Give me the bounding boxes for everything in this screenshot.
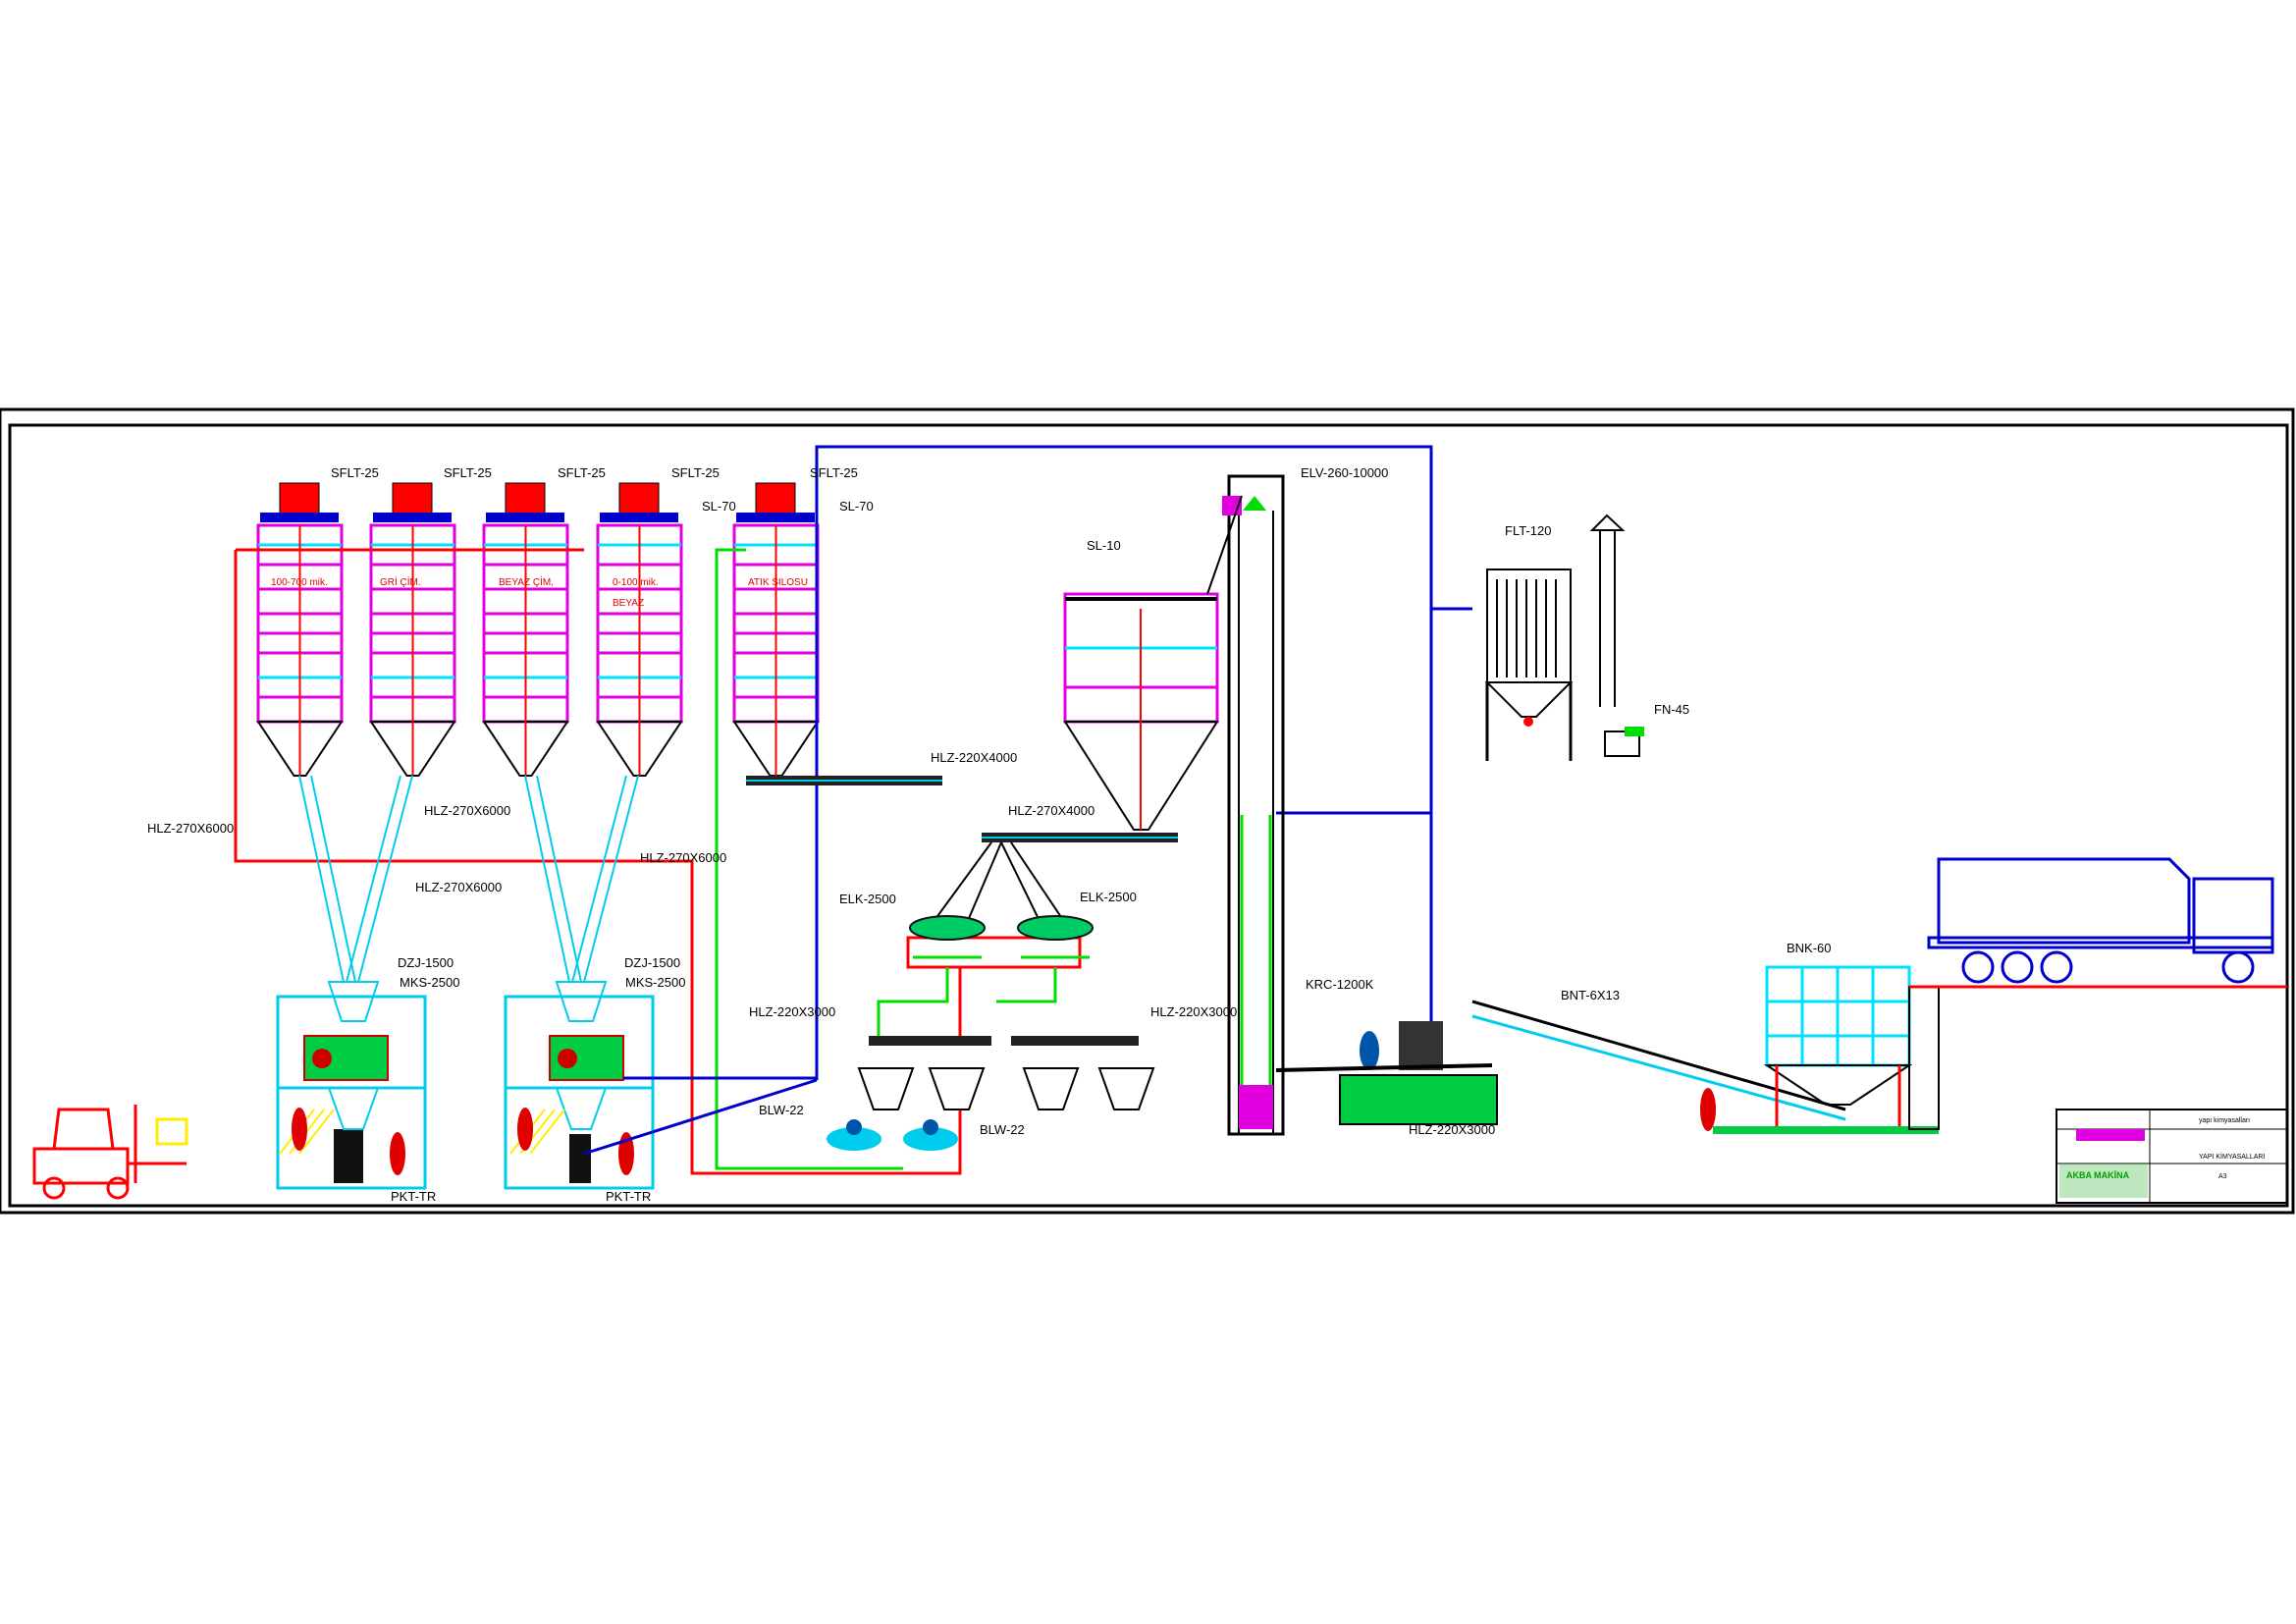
elk-left-label: ELK-2500 [839,892,896,906]
silo3-content-label: BEYAZ ÇİM. [499,575,554,588]
flt-label: FLT-120 [1505,523,1551,538]
blw-right-label: BLW-22 [980,1122,1025,1137]
silo3-filter-label: SFLT-25 [558,465,606,480]
silo2-filter-label: SFLT-25 [444,465,492,480]
bnk-label: BNK-60 [1787,941,1832,955]
mks-2-label: MKS-2500 [625,975,685,990]
dzj-2-label: DZJ-1500 [624,955,680,970]
silo4-filter-label: SFLT-25 [671,465,720,480]
blue-pipes [583,445,1472,1156]
silo-3 [482,482,569,777]
forklift-icon [32,1105,188,1200]
mks-1-label: MKS-2500 [400,975,459,990]
hlz-220x3000-b-label: HLZ-220X3000 [1150,1004,1237,1019]
red-feed-pipe [234,550,962,1175]
title-block-drawing-title: YAPI KİMYASALLARI [2199,1152,2265,1161]
inner-frame [8,423,2289,1208]
sieve-outlets [877,967,1057,1041]
elk-right-label: ELK-2500 [1080,890,1137,904]
hlz-mid-b-label: HLZ-270X6000 [640,850,726,865]
silo-4 [596,482,683,777]
mixer-station-2 [504,981,655,1190]
krc-label: KRC-1200K [1306,977,1374,992]
loading-ramp [1908,985,2287,1130]
silo4-content-label: 0-100 mik. [613,577,659,588]
hlz-220x3000-a-label: HLZ-220X3000 [749,1004,835,1019]
belt-conveyor-bnt [1471,1000,1846,1131]
bucket-elevator [1206,474,1285,1136]
fn-label: FN-45 [1654,702,1689,717]
hlz-mid-a-label: HLZ-270X6000 [415,880,502,894]
silo4-content-label2: BEYAZ [613,598,644,609]
silo4-label: SL-70 [702,499,736,514]
silo1-content-label: 100-700 mik. [271,577,328,588]
conveyors-220x3000 [869,1036,1139,1046]
title-block [2056,1109,2288,1204]
elv-label: ELV-260-10000 [1301,465,1388,480]
title-block-sheet: A3 [2218,1173,2227,1180]
pkt-1-label: PKT-TR [391,1189,436,1204]
silo5-filter-label: SFLT-25 [810,465,858,480]
blowers [827,1119,958,1151]
dust-filter-flt120 [1484,514,1644,761]
bunker-bnk60 [1713,965,1939,1134]
hlz-220x3000-c-label: HLZ-220X3000 [1409,1122,1495,1137]
conveyor-270x4000 [982,833,1178,842]
hlz-270x4000-label: HLZ-270X4000 [1008,803,1095,818]
silo-2 [369,482,456,777]
blw-left-label: BLW-22 [759,1103,804,1117]
hlz-left-a-label: HLZ-270X6000 [147,821,234,836]
hlz-220x4000-label: HLZ-220X4000 [931,750,1017,765]
silo-1 [256,482,344,777]
title-block-company: AKBA MAKİNA [2066,1170,2130,1180]
sl10-label: SL-10 [1087,538,1121,553]
silo-group [256,482,820,777]
title-block-project: yapı kimyasalları [2199,1117,2250,1124]
silo-sl10 [1063,592,1219,831]
silo5-content-label: ATIK SILOSU [748,577,808,588]
silo5-label: SL-70 [839,499,874,514]
screw-conveyors [298,775,639,983]
pkt-2-label: PKT-TR [606,1189,651,1204]
silo1-filter-label: SFLT-25 [331,465,379,480]
dzj-1-label: DZJ-1500 [398,955,454,970]
silo-5 [732,482,820,777]
mixer-station-1 [276,981,427,1190]
silo2-content-label: GRİ ÇİM. [380,575,421,588]
truck-icon [1927,857,2274,984]
green-pipe [715,548,903,1170]
crusher-krc [1275,1021,1498,1125]
conveyor-220x4000 [746,776,942,785]
hlz-left-b-label: HLZ-270X6000 [424,803,510,818]
sieve-pair [906,841,1094,969]
bnt-label: BNT-6X13 [1561,988,1620,1002]
outer-frame [0,407,2295,1215]
labels: SFLT-25 SFLT-25 SFLT-25 SFLT-25 SFLT-25 … [147,465,2265,1204]
small-hoppers [857,1067,1155,1110]
